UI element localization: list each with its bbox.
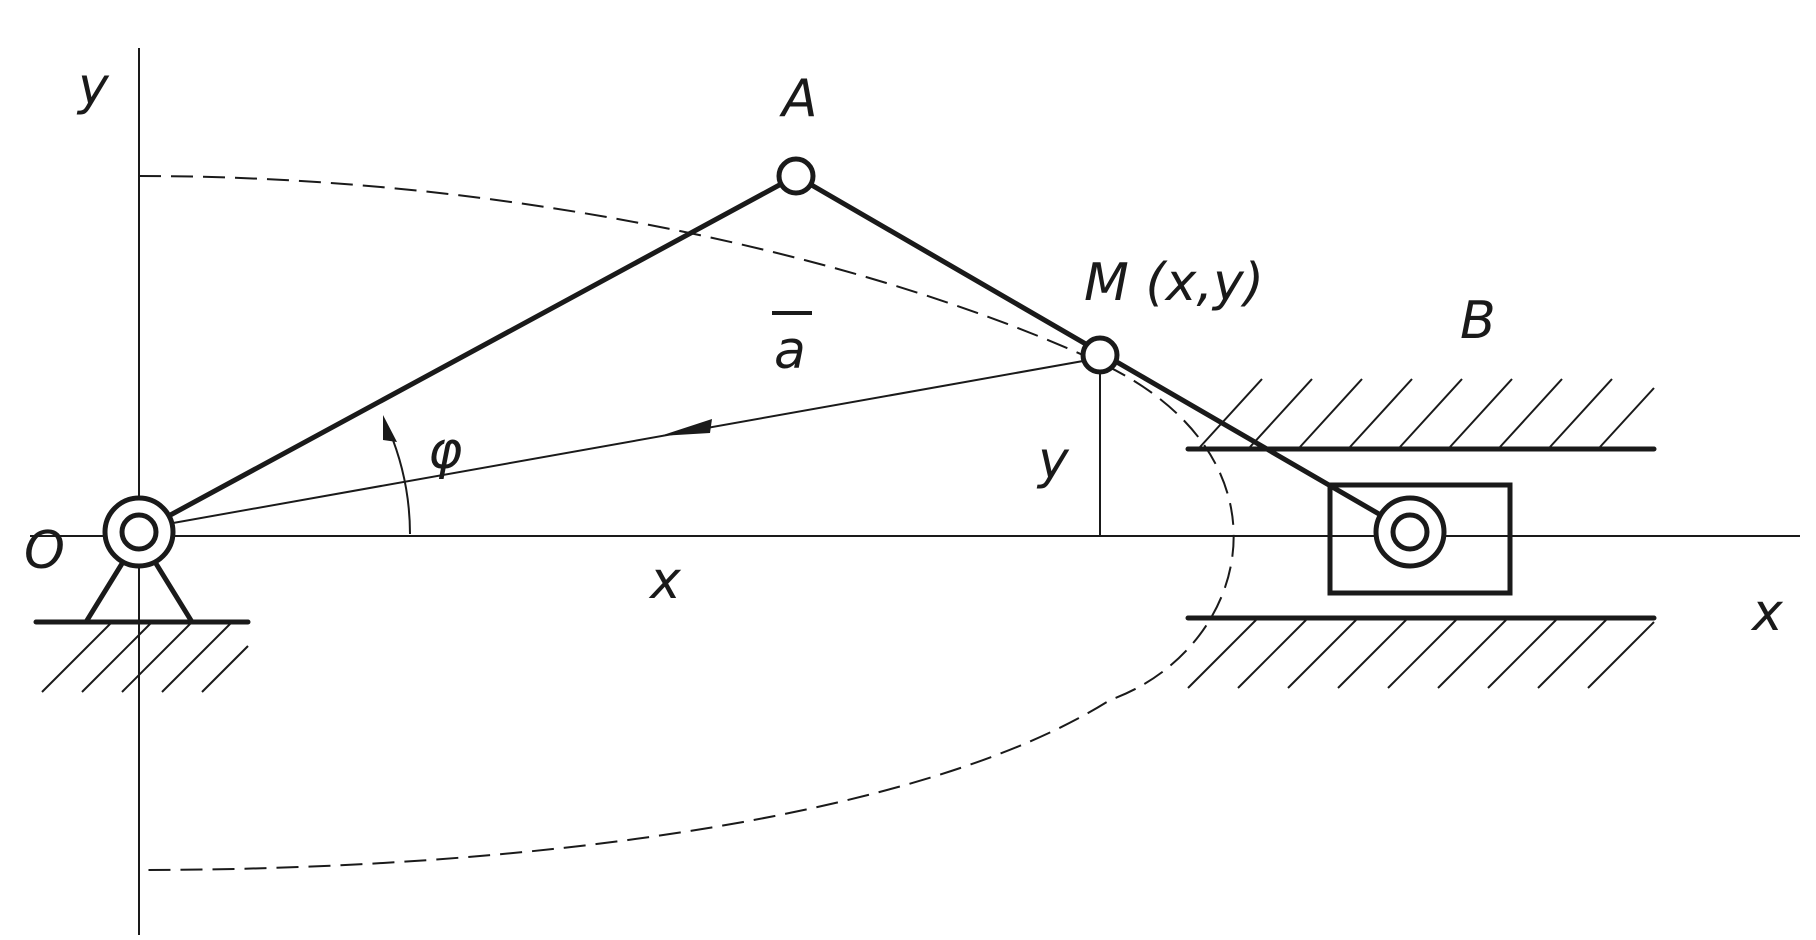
fixed-support bbox=[33, 533, 251, 693]
position-vector-a bbox=[144, 357, 1101, 529]
upper-guide bbox=[1185, 378, 1657, 452]
lower-guide bbox=[1185, 615, 1657, 689]
label-point-a: A bbox=[779, 69, 818, 129]
slider-block bbox=[1327, 482, 1513, 596]
label-coord-y: y bbox=[1036, 431, 1070, 491]
crank-oa bbox=[136, 173, 799, 535]
label-axis-x-right: x bbox=[1750, 583, 1784, 643]
label-vector-a: a bbox=[774, 321, 806, 381]
pivot-o bbox=[102, 495, 176, 569]
joint-a bbox=[776, 156, 816, 196]
trajectory-curve bbox=[138, 175, 1235, 871]
vector-arrowhead bbox=[660, 419, 712, 436]
angle-arrowhead bbox=[383, 415, 397, 442]
point-m bbox=[1080, 335, 1120, 375]
label-point-o: O bbox=[24, 521, 65, 581]
label-angle-phi: φ bbox=[428, 421, 462, 481]
slider-pin-b bbox=[1373, 495, 1447, 569]
label-axis-y-top: y bbox=[76, 57, 110, 117]
label-point-b: B bbox=[1460, 291, 1496, 351]
label-point-m: M (x,y) bbox=[1084, 253, 1264, 313]
label-coord-x: x bbox=[648, 551, 682, 611]
